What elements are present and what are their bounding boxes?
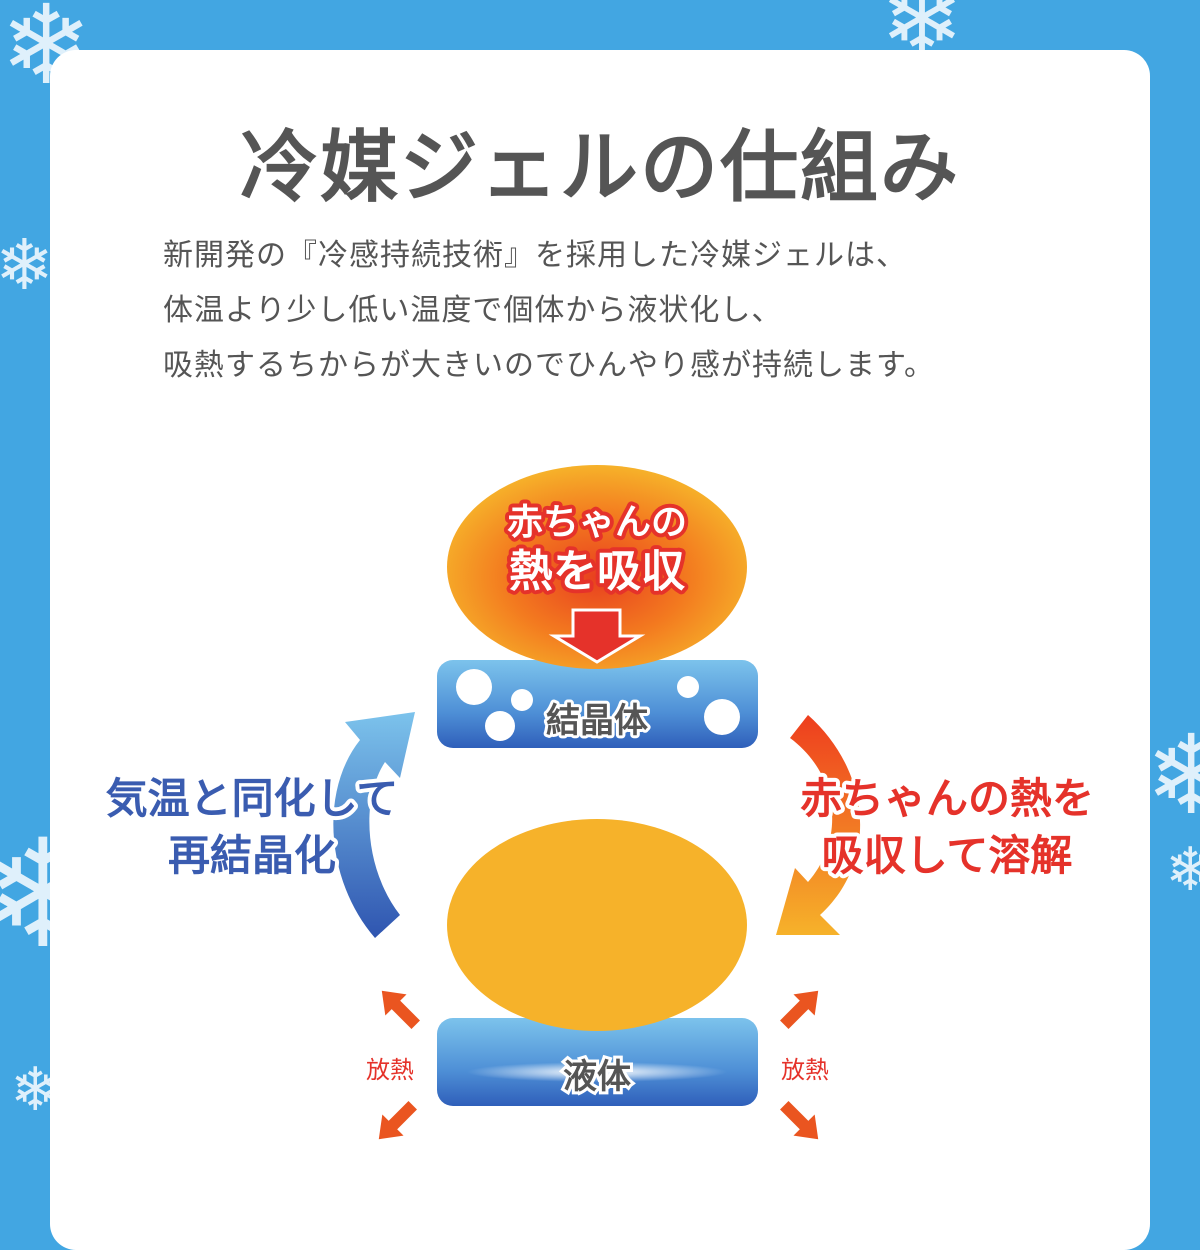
heat-bubble-line: 熱を吸収 [509, 546, 685, 597]
heat-release-arrow-icon [780, 1101, 819, 1140]
snowflake-icon: ❄ [1165, 835, 1200, 905]
heat-release-arrow-icon [780, 990, 819, 1029]
heat-release-label-right: 放熱 [781, 1056, 829, 1084]
right-caption-line: 赤ちゃんの熱を [800, 774, 1094, 823]
heat-bubble-line: 赤ちゃんの [507, 502, 687, 543]
left-caption-line: 再結晶化 [168, 831, 336, 880]
heat-release-label-left: 放熱 [366, 1056, 414, 1084]
heat-release-arrow-icon [381, 990, 420, 1029]
recrystallize-arrow-icon [333, 712, 415, 938]
gel-bubble [447, 819, 747, 1031]
lead-text: 新開発の『冷感持続技術』を採用した冷媒ジェルは、 体温より少し低い温度で個体から… [163, 228, 935, 393]
crystal-dot [485, 711, 515, 741]
crystal-bar [437, 660, 758, 748]
lead-line: 吸熱するちからが大きいのでひんやり感が持続します。 [163, 348, 935, 383]
liquid-glow [467, 1062, 727, 1082]
crystal-dot [456, 669, 492, 705]
snowflake-icon: ❄ [0, 224, 54, 306]
heat-release-arrow-icon [378, 1101, 417, 1140]
liquid-label: 液体 [563, 1057, 631, 1097]
heat-bubble [447, 465, 747, 669]
right-caption-line: 吸収して溶解 [822, 831, 1073, 880]
page-title: 冷媒ジェルの仕組み [239, 123, 960, 213]
crystal-dot [677, 676, 699, 698]
down-arrow-icon [548, 608, 646, 664]
snowflake-icon: ❄ [1145, 711, 1200, 839]
melt-arrow-icon [776, 715, 861, 935]
crystal-dot [511, 689, 533, 711]
crystal-dot [704, 699, 740, 735]
lead-line: 新開発の『冷感持続技術』を採用した冷媒ジェルは、 [163, 238, 907, 273]
liquid-bar [437, 1018, 758, 1106]
left-caption-line: 気温と同化して [106, 774, 399, 823]
gel-cycle-diagram: 赤ちゃんの 熱を吸収 結晶体 液体 気温と同化して 再結晶化 赤ちゃんの熱を 吸… [105, 465, 1095, 1140]
lead-line: 体温より少し低い温度で個体から液状化し、 [163, 293, 783, 328]
crystal-label: 結晶体 [546, 701, 648, 741]
